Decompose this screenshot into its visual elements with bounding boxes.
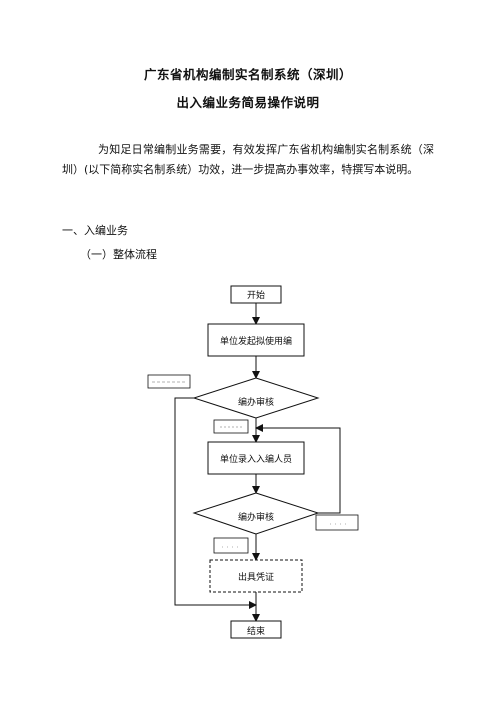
subsection-heading: （一）整体流程 bbox=[80, 248, 157, 261]
document-subtitle: 出入编业务简易操作说明 bbox=[176, 95, 320, 110]
flow-decision-review-1-label: 编办审核 bbox=[238, 396, 274, 408]
flow-decision-review-1: 编办审核 bbox=[192, 377, 320, 419]
flow-note-box-mid2 bbox=[213, 537, 249, 554]
section-heading: 一、入编业务 bbox=[62, 224, 128, 237]
flow-note-box-right bbox=[315, 514, 359, 531]
flow-step-enter-staff: 单位录入入编人员 bbox=[207, 441, 305, 475]
flow-decision-review-2: 编办审核 bbox=[192, 492, 320, 535]
flow-note-box-mid1 bbox=[213, 419, 249, 434]
document-title: 广东省机构编制实名制系统（深圳） bbox=[143, 67, 352, 82]
flow-end-node: 结束 bbox=[230, 620, 282, 639]
flow-note-box-left bbox=[147, 374, 191, 389]
flow-step-apply: 单位发起拟使用编 bbox=[207, 323, 305, 357]
flow-step-apply-label: 单位发起拟使用编 bbox=[220, 335, 292, 347]
flow-step-enter-staff-label: 单位录入入编人员 bbox=[220, 453, 292, 465]
flow-start-node: 开始 bbox=[230, 285, 282, 304]
flow-end-label: 结束 bbox=[247, 625, 265, 637]
intro-paragraph: 为知足日常编制业务需要，有效发挥广东省机构编制实名制系统（深圳）(以下简称实名制… bbox=[62, 143, 434, 176]
flow-decision-review-2-label: 编办审核 bbox=[238, 511, 274, 523]
flow-step-certificate: 出具凭证 bbox=[209, 559, 303, 593]
flow-start-label: 开始 bbox=[247, 289, 265, 301]
flow-step-certificate-label: 出具凭证 bbox=[238, 571, 274, 583]
